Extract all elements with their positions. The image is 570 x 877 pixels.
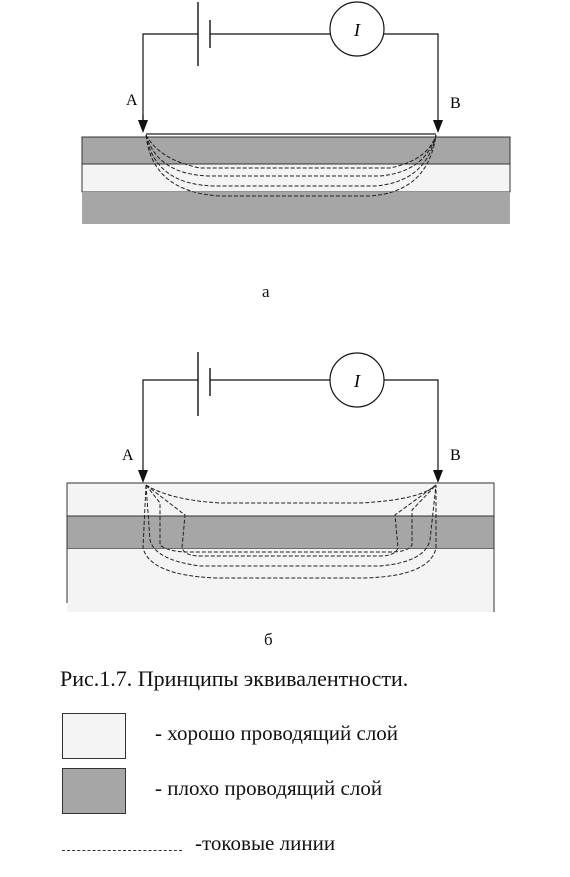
diagram-a-ammeter-label: I — [353, 20, 361, 40]
diagram-b: I A B — [66, 352, 495, 612]
diagram-b-current-lines — [142, 484, 437, 579]
diagram-a-current-lines — [145, 133, 437, 197]
figure-caption: Рис.1.7. Принципы эквивалентности. — [60, 666, 409, 691]
legend-current-line-label: -токовые линии — [195, 831, 336, 855]
legend-current-line-sample — [62, 850, 182, 851]
diagram-b-top-good-layer — [66, 482, 495, 517]
diagram-a-ammeter — [329, 1, 385, 57]
diagram-a-top-poor-layer — [81, 136, 511, 165]
diagram-b-poor-layer — [66, 515, 495, 550]
legend-poor-layer-swatch — [62, 768, 126, 814]
legend-good-layer-label: - хорошо проводящий слой — [155, 721, 399, 745]
diagram-b-electrode-b-arrow — [433, 470, 443, 483]
diagram-b-battery-icon — [197, 352, 211, 416]
equivalence-diagram: I A B I — [66, 1, 511, 612]
diagram-a-bottom-poor-layer — [82, 192, 510, 224]
legend-good-layer-swatch — [62, 713, 126, 759]
diagram-b-caption: б — [264, 630, 273, 649]
diagram-b-ammeter-label: I — [353, 371, 361, 391]
diagram-a-label-b: B — [450, 95, 461, 112]
diagram-b-circuit — [142, 379, 439, 473]
legend-poor-layer-label: - плохо проводящий слой — [155, 776, 383, 800]
diagram-a-circuit — [142, 33, 439, 127]
diagram-a-caption: а — [262, 282, 270, 301]
diagram-a-battery-icon — [197, 2, 211, 66]
diagram-a-good-layer — [81, 163, 511, 193]
diagram-b-bottom-good-layer — [67, 549, 494, 612]
diagram-a-label-a: A — [126, 92, 138, 109]
diagram-b-electrode-a-arrow — [138, 470, 148, 483]
diagram-b-ammeter — [329, 352, 385, 408]
diagram-b-label-b: B — [450, 447, 461, 464]
diagram-a-electrode-b-arrow — [433, 120, 443, 133]
diagram-a: I A B — [81, 1, 511, 224]
diagram-b-label-a: A — [122, 447, 134, 464]
diagram-a-electrode-a-arrow — [138, 120, 148, 133]
